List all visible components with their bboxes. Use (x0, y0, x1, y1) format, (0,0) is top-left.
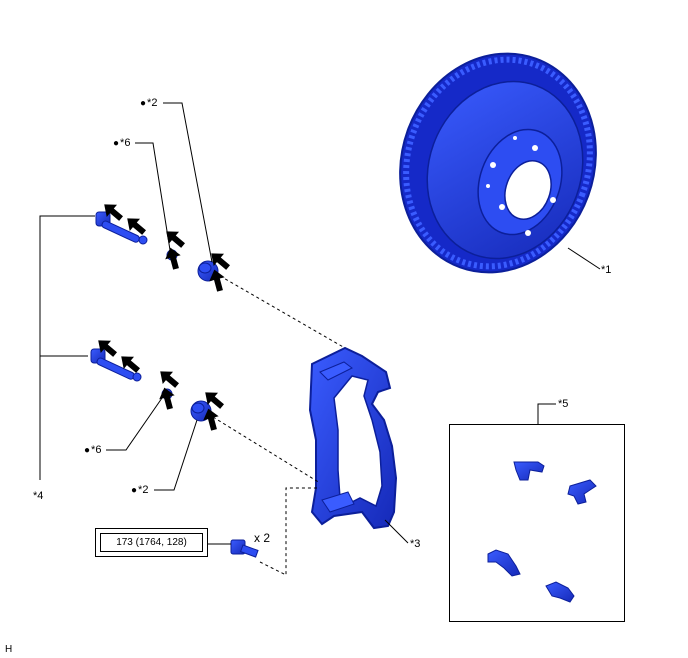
support-plate-1 (513, 461, 545, 481)
callout-text: *3 (410, 538, 421, 550)
torque-spec-box: 173 (1764, 128) (95, 528, 208, 557)
caliper-mounting (308, 346, 398, 530)
leader-mounting (384, 519, 409, 544)
callout-bushing-upper: ●*2 (140, 97, 157, 110)
callout-slide-pins: *4 (33, 490, 43, 502)
callout-text: *1 (601, 264, 612, 276)
support-plate-2 (567, 479, 597, 505)
leader-rotor (567, 247, 601, 270)
black-arrow-icon (162, 245, 184, 271)
callout-bushing-lower: ●*2 (131, 484, 148, 497)
pad-kit-frame (449, 424, 625, 622)
torque-spec: 173 (1764, 128) (100, 533, 203, 552)
black-arrow-icon (161, 225, 189, 252)
callout-text: *2 (147, 97, 158, 109)
support-plate-3 (487, 549, 521, 577)
quantity-text: x 2 (254, 531, 271, 545)
corner-mark: H (5, 644, 12, 656)
callout-boot-upper: ●*6 (113, 137, 130, 150)
support-plate-4 (545, 581, 575, 603)
callout-text: *4 (33, 490, 44, 502)
callout-text: *6 (120, 137, 131, 149)
callout-pad-kit: *5 (558, 398, 568, 410)
quantity-label: x 2 (254, 532, 270, 544)
callout-rotor: *1 (601, 264, 611, 276)
mounting-bolt (230, 539, 259, 558)
callout-mounting: *3 (410, 538, 420, 550)
callout-boot-lower: ●*6 (84, 444, 101, 457)
corner-mark-text: H (5, 644, 13, 655)
alignment-lines (212, 275, 346, 576)
pad-support-plates (487, 461, 597, 603)
bullet-icon: ● (113, 138, 120, 149)
bullet-icon: ● (131, 485, 138, 496)
callout-text: *2 (138, 484, 149, 496)
lubricant-arrows (93, 198, 234, 432)
bullet-icon: ● (140, 98, 147, 109)
callout-text: *5 (558, 398, 569, 410)
slide-pin-lower (90, 348, 142, 382)
leader-lines (39, 102, 556, 491)
black-arrow-icon (155, 365, 183, 392)
bullet-icon: ● (84, 445, 91, 456)
disc-rotor (399, 52, 597, 274)
callout-text: *6 (91, 444, 102, 456)
